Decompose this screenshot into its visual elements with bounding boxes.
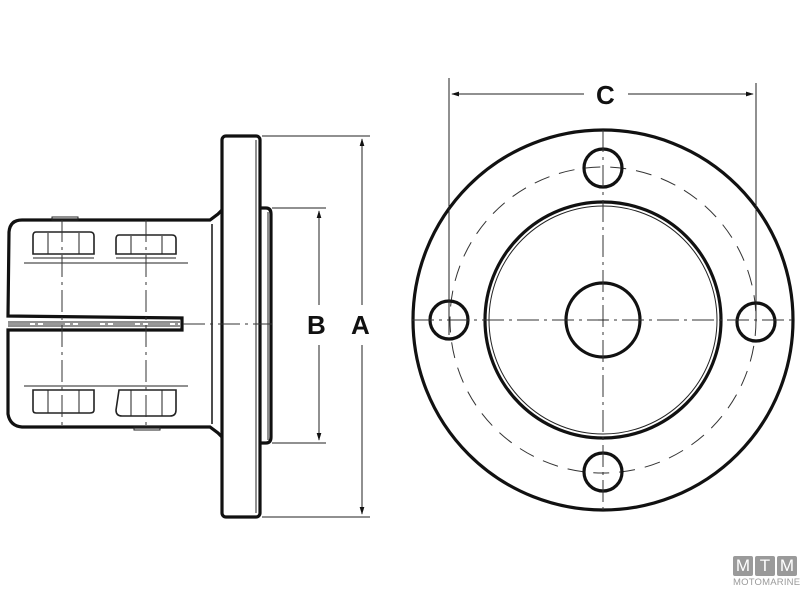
nut-top-left [32, 216, 95, 259]
logo-letter: M [777, 556, 797, 576]
dimension-b-label: B [307, 310, 326, 340]
clamp-body [6, 208, 224, 439]
front-view: C [411, 78, 795, 512]
dimension-c-label: C [596, 80, 615, 110]
side-view: B A [6, 134, 370, 519]
nut-bottom-right [115, 389, 177, 431]
flange-plate [220, 134, 262, 519]
logo-text: MOTOMARINE [733, 577, 800, 588]
logo-letter: T [755, 556, 775, 576]
dimension-a-label: A [351, 310, 370, 340]
logo-letter: M [733, 556, 753, 576]
motomarine-logo: M T M MOTOMARINE [733, 556, 800, 596]
raised-boss [260, 206, 273, 445]
nut-bottom-left [32, 389, 95, 414]
